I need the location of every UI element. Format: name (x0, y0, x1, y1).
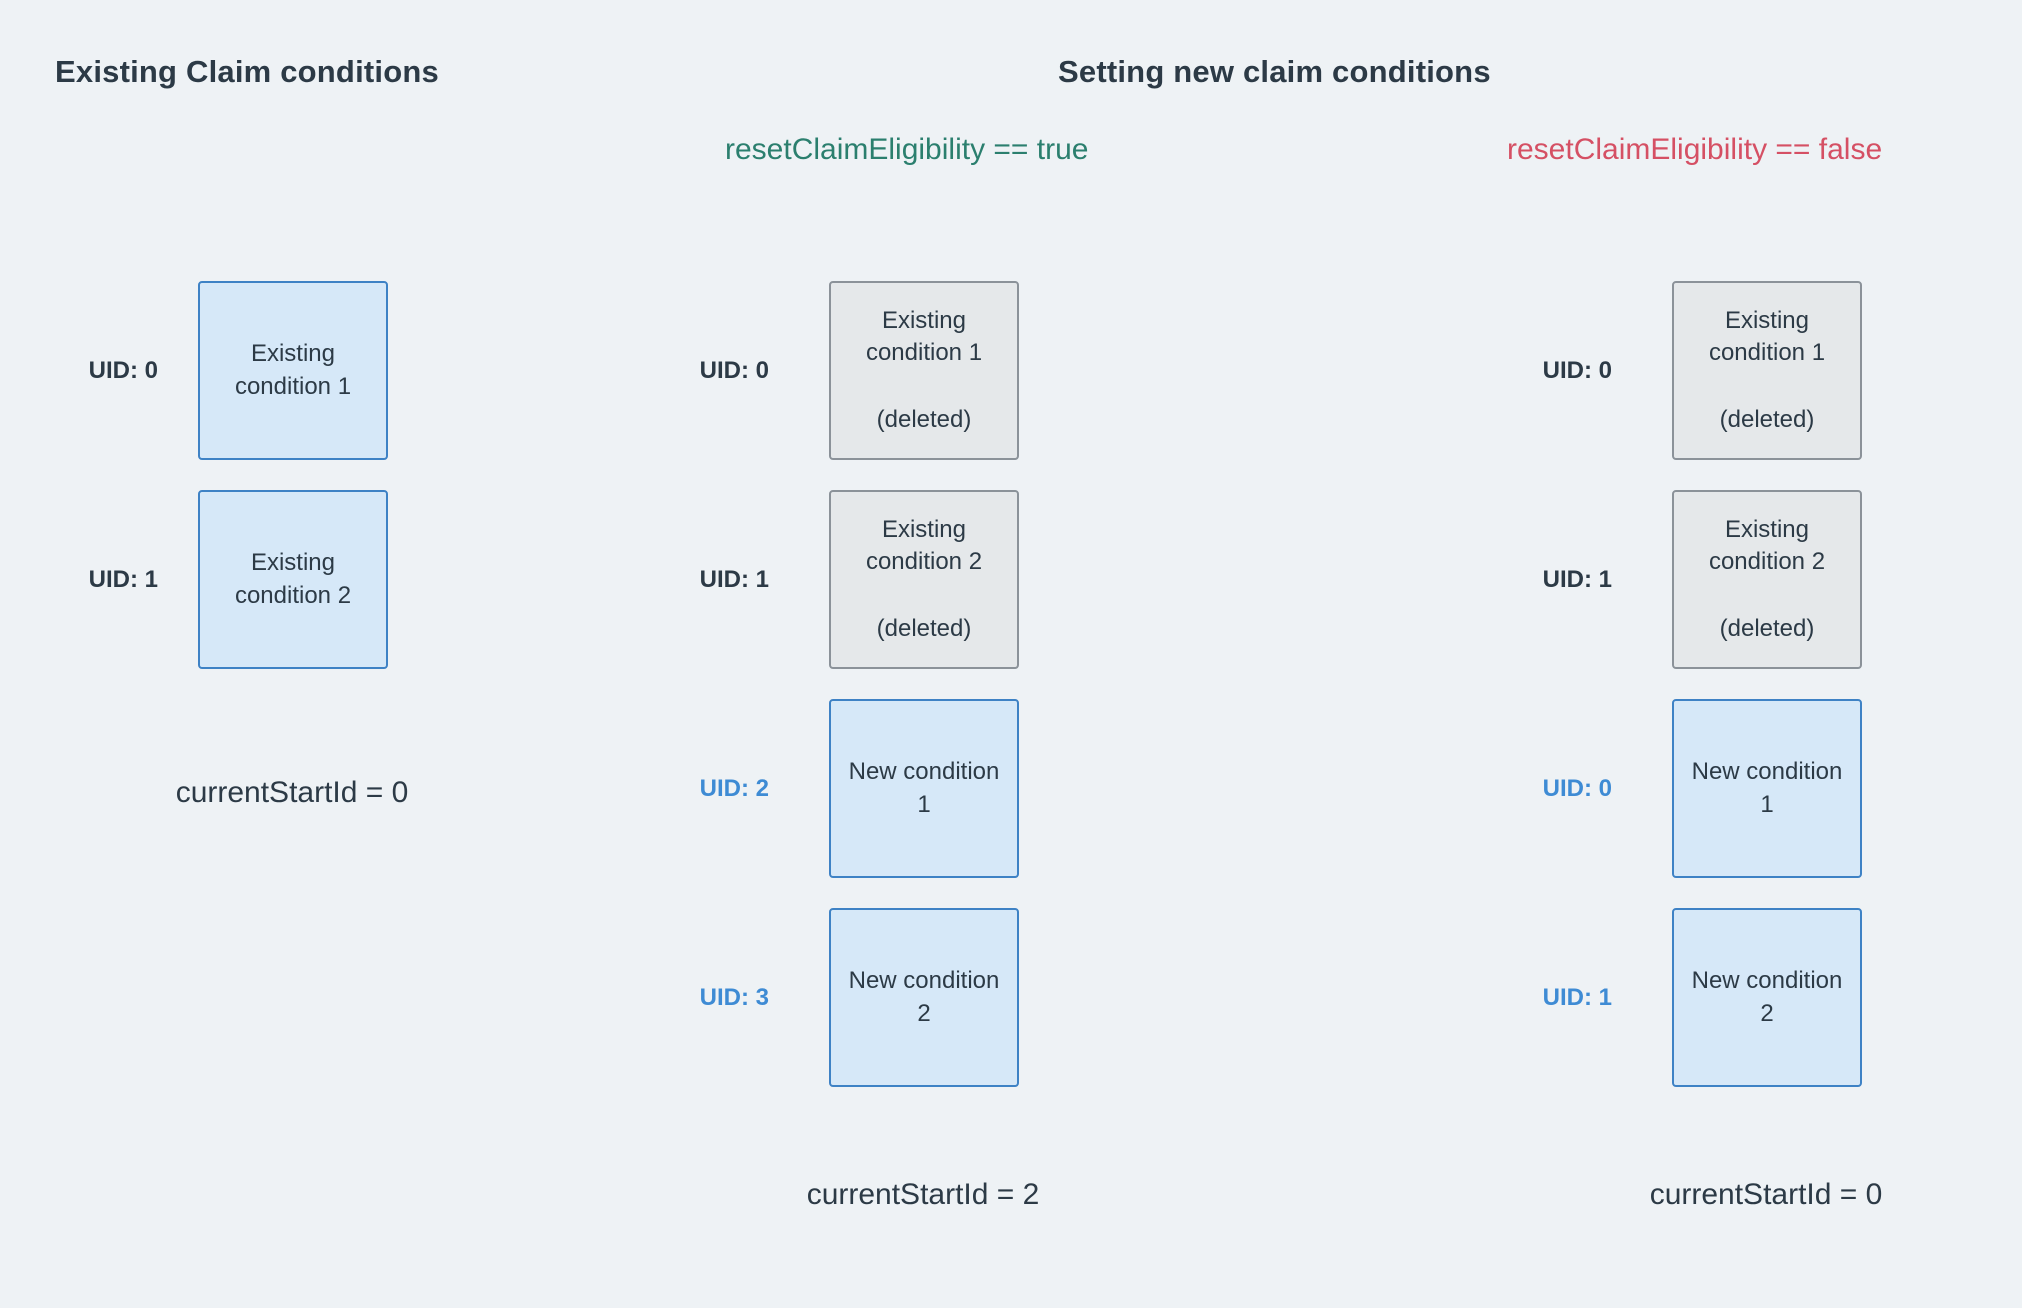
condition-box: New condition 2 (1672, 908, 1862, 1087)
condition-box-label: Existing condition 1 (234, 340, 352, 400)
uid-label: UID: 0 (699, 356, 769, 384)
panel-title-new-conditions: Setting new claim conditions (1058, 54, 1491, 89)
condition-box-deleted: Existing condition 1 (deleted) (1672, 281, 1862, 460)
uid-label: UID: 1 (699, 565, 769, 593)
condition-box-label: Existing condition 2 (234, 549, 352, 609)
condition-box-deleted: Existing condition 2 (deleted) (829, 490, 1019, 669)
condition-box-label: New condition 1 (1691, 758, 1843, 818)
condition-box-label: New condition 2 (848, 967, 1000, 1027)
condition-row: UID: 0 New condition 1 (1514, 699, 1862, 878)
condition-row: UID: 0 Existing condition 1 (deleted) (671, 281, 1019, 460)
deleted-note: (deleted) (1719, 405, 1815, 433)
condition-box-label: Existing condition 1 (865, 307, 983, 367)
condition-row: UID: 1 Existing condition 2 (40, 490, 388, 669)
column-reset-true: UID: 0 Existing condition 1 (deleted) UI… (671, 281, 1019, 1117)
column-reset-false: UID: 0 Existing condition 1 (deleted) UI… (1514, 281, 1862, 1117)
uid-label: UID: 1 (1542, 565, 1612, 593)
current-start-id-reset-true: currentStartId = 2 (806, 1178, 1040, 1211)
condition-box: Existing condition 1 (198, 281, 388, 460)
current-start-id-reset-false: currentStartId = 0 (1649, 1178, 1883, 1211)
condition-box: New condition 1 (829, 699, 1019, 878)
uid-label: UID: 1 (1542, 983, 1612, 1011)
uid-label: UID: 0 (88, 356, 158, 384)
panel-title-existing: Existing Claim conditions (55, 54, 439, 89)
reset-eligibility-true-label: resetClaimEligibility == true (725, 133, 1089, 166)
condition-box-label: Existing condition 1 (1708, 307, 1826, 367)
column-existing-conditions: UID: 0 Existing condition 1 UID: 1 Exist… (40, 281, 388, 699)
uid-label: UID: 0 (1542, 774, 1612, 802)
condition-box-deleted: Existing condition 1 (deleted) (829, 281, 1019, 460)
uid-label: UID: 2 (699, 774, 769, 802)
condition-row: UID: 1 Existing condition 2 (deleted) (671, 490, 1019, 669)
deleted-note: (deleted) (1719, 614, 1815, 642)
condition-row: UID: 0 Existing condition 1 (40, 281, 388, 460)
condition-row: UID: 3 New condition 2 (671, 908, 1019, 1087)
uid-label: UID: 0 (1542, 356, 1612, 384)
condition-row: UID: 2 New condition 1 (671, 699, 1019, 878)
condition-box: Existing condition 2 (198, 490, 388, 669)
condition-row: UID: 0 Existing condition 1 (deleted) (1514, 281, 1862, 460)
uid-label: UID: 3 (699, 983, 769, 1011)
condition-box-label: Existing condition 2 (865, 516, 983, 576)
condition-box: New condition 2 (829, 908, 1019, 1087)
uid-label: UID: 1 (88, 565, 158, 593)
condition-box: New condition 1 (1672, 699, 1862, 878)
current-start-id-existing: currentStartId = 0 (175, 776, 409, 809)
condition-box-label: New condition 2 (1691, 967, 1843, 1027)
condition-box-label: New condition 1 (848, 758, 1000, 818)
condition-box-label: Existing condition 2 (1708, 516, 1826, 576)
condition-row: UID: 1 New condition 2 (1514, 908, 1862, 1087)
deleted-note: (deleted) (876, 405, 972, 433)
reset-eligibility-false-label: resetClaimEligibility == false (1507, 133, 1883, 166)
condition-box-deleted: Existing condition 2 (deleted) (1672, 490, 1862, 669)
deleted-note: (deleted) (876, 614, 972, 642)
condition-row: UID: 1 Existing condition 2 (deleted) (1514, 490, 1862, 669)
